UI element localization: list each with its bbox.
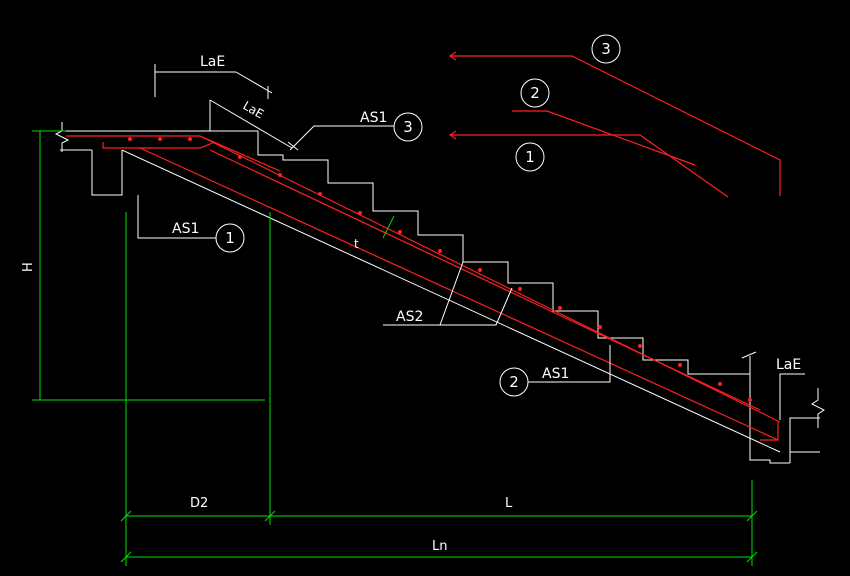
svg-text:2: 2 xyxy=(509,373,519,391)
tick-mark-label: t xyxy=(354,237,359,251)
bar-number-circle-top: 3 xyxy=(393,112,423,142)
l-dimension-label: L xyxy=(505,496,513,511)
svg-text:3: 3 xyxy=(601,40,611,58)
bar-number-circle-bottom: 2 xyxy=(499,367,529,397)
rebar-lines xyxy=(66,135,781,441)
svg-text:1: 1 xyxy=(225,229,235,247)
legend-circle-1: 1 xyxy=(515,142,545,172)
concrete-outline xyxy=(54,122,825,464)
distribution-bar-marks xyxy=(128,137,752,402)
lae-right-label: LaE xyxy=(776,357,801,373)
h-dimension-label: H xyxy=(21,262,36,272)
as1-left-label: AS1 xyxy=(172,221,199,237)
as2-label: AS2 xyxy=(396,309,423,325)
svg-text:2: 2 xyxy=(530,84,540,102)
bar-shape-3 xyxy=(450,55,781,196)
bar-shape-1 xyxy=(450,134,729,198)
dimension-lines xyxy=(32,130,758,566)
lae-slant-label: LaE xyxy=(241,98,267,121)
svg-text:3: 3 xyxy=(403,118,413,136)
legend-circle-3: 3 xyxy=(591,34,621,64)
svg-text:1: 1 xyxy=(525,148,535,166)
as1-top-label: AS1 xyxy=(360,110,387,126)
d2-dimension-label: D2 xyxy=(190,496,208,511)
bar-shape-2 xyxy=(512,110,696,166)
bar-number-circle-left: 1 xyxy=(215,223,245,253)
leaders xyxy=(137,64,805,420)
legend-circle-2: 2 xyxy=(520,78,550,108)
bar-shape-legend xyxy=(448,51,781,198)
lae-top-label: LaE xyxy=(200,54,225,70)
ln-dimension-label: Ln xyxy=(432,539,447,554)
as1-bottom-label: AS1 xyxy=(542,366,569,382)
